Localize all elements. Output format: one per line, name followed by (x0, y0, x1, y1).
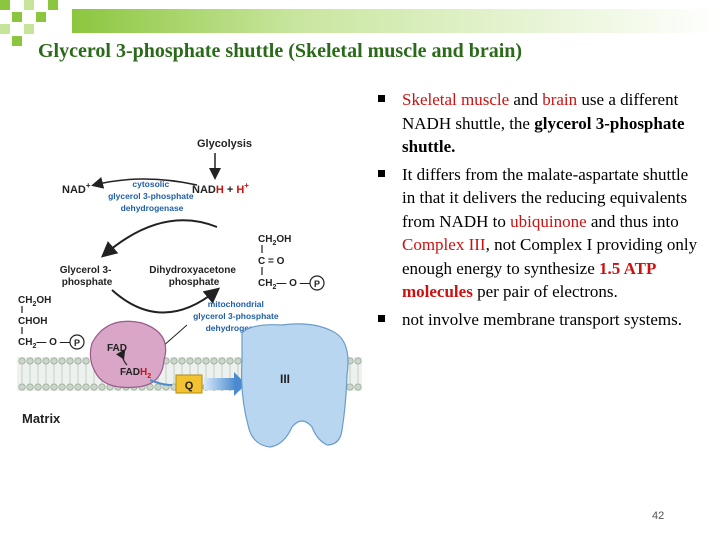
dhap-structure: CH2OH C = O CH2— O — P (258, 234, 325, 291)
fadh2-label: FADH2 (120, 367, 151, 380)
page-number: 42 (652, 510, 665, 522)
cytosolic-enzyme-label: cytosolic glycerol 3-phosphate dehydroge… (108, 179, 196, 213)
cycle-arc-top (100, 219, 218, 258)
nad-label: NAD+ (62, 181, 91, 196)
nadh-label: NADH + H+ (192, 181, 249, 196)
dhap-label: Dihydroxyacetone phosphate (149, 265, 238, 288)
fad-label: FAD (107, 343, 127, 354)
slide-title: Glycerol 3-phosphate shuttle (Skeletal m… (38, 40, 523, 62)
svg-text:CH2— O —: CH2— O — (18, 337, 70, 350)
mitochondrial-enzyme-label: mitochondrial glycerol 3-phosphate dehyd… (193, 299, 281, 333)
svg-text:CH2OH: CH2OH (258, 234, 291, 247)
svg-text:CH2OH: CH2OH (18, 295, 51, 308)
svg-text:P: P (314, 279, 320, 289)
glycerol-3-phosphate-label: Glycerol 3- phosphate (60, 265, 114, 288)
ubiquinone-q (175, 374, 203, 394)
cycle-arc-bottom (111, 287, 221, 314)
title-bar-gradient (72, 9, 720, 33)
bullet-2: It differs from the malate-aspartate shu… (378, 163, 698, 304)
mitochondrial-enzyme-shape (89, 320, 167, 389)
nadh-to-nad-arrow (91, 176, 198, 189)
g3p-structure: CH2OH CHOH CH2— O — P (18, 295, 85, 350)
svg-text:CHOH: CHOH (18, 316, 47, 327)
svg-text:C = O: C = O (258, 256, 285, 267)
complex-iii-label: III (280, 372, 290, 386)
bullet-marker (378, 95, 385, 102)
bullet-marker (378, 169, 385, 177)
svg-text:P: P (74, 338, 80, 348)
bullet-3: not involve membrane transport systems. (378, 308, 698, 332)
bullet-list: Skeletal muscle and brain use a differen… (378, 88, 698, 335)
q-label: Q (185, 380, 194, 392)
shuttle-diagram: Glycolysis NAD+ NADH + H+ cytosolic glyc… (17, 138, 362, 448)
matrix-label: Matrix (22, 411, 61, 426)
glycolysis-label: Glycolysis (197, 138, 252, 150)
complex-iii-shape (241, 323, 349, 448)
svg-text:CH2— O —: CH2— O — (258, 278, 310, 291)
bullet-marker (378, 314, 385, 322)
fadh2-to-q-arrow (149, 379, 173, 386)
bullet-1: Skeletal muscle and brain use a differen… (378, 88, 698, 159)
